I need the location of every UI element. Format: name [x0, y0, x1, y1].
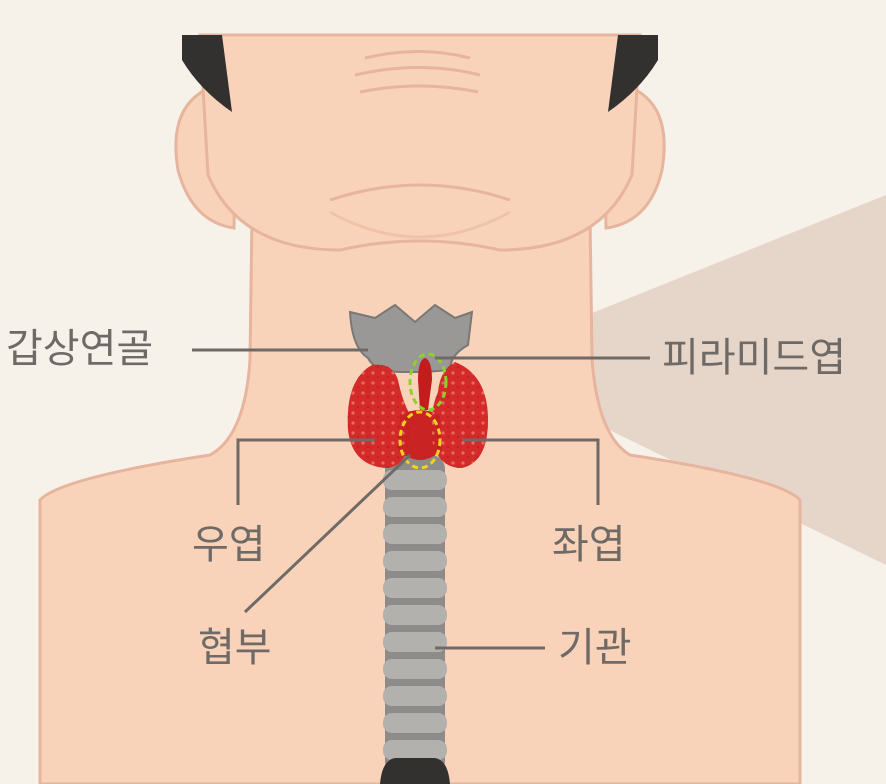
- label-left-lobe: 좌엽: [552, 522, 626, 568]
- hair-right: [182, 35, 232, 112]
- leader-isthmus: [243, 453, 412, 614]
- isthmus-highlight: [398, 410, 442, 470]
- face: [198, 33, 642, 252]
- label-pyramidal-lobe: 피라미드엽: [662, 335, 846, 381]
- magnifier-cone: [470, 195, 886, 565]
- hair-left: [608, 35, 658, 112]
- label-isthmus: 협부: [198, 625, 272, 671]
- pyramidal-lobe-shape: [418, 358, 432, 410]
- label-right-lobe: 우엽: [192, 522, 266, 568]
- label-trachea: 기관: [558, 625, 632, 671]
- leader-right-lobe: [236, 438, 375, 505]
- leader-left-lobe: [462, 438, 600, 505]
- pyramidal-highlight: [408, 352, 448, 412]
- trachea-shape: [380, 455, 450, 784]
- label-thyroid-cartilage: 갑상연골: [6, 326, 154, 372]
